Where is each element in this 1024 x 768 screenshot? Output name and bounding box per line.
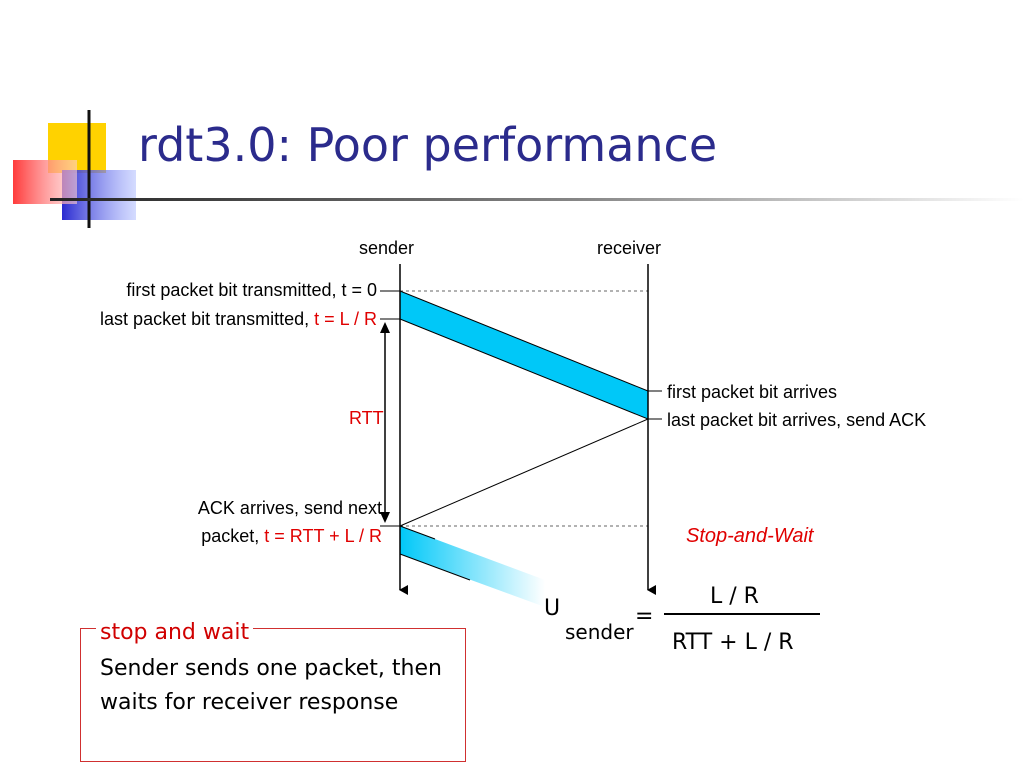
rtt-arrow-bottom-head xyxy=(380,512,390,523)
first-bit-transmitted-label: first packet bit transmitted, t = 0 xyxy=(126,280,377,300)
rtt-label: RTT xyxy=(349,408,384,428)
last-bit-transmitted-label: last packet bit transmitted, t = L / R xyxy=(100,309,377,330)
last-bit-arrives-label: last packet bit arrives, send ACK xyxy=(667,410,927,430)
last-bit-transmitted-time: t = L / R xyxy=(314,309,377,329)
logo-red-square xyxy=(13,160,77,204)
next-packet-edge-top xyxy=(399,525,436,540)
note-box xyxy=(80,628,466,762)
ack-line xyxy=(399,418,649,527)
packet-band xyxy=(399,290,649,420)
ack-arrives-label: ACK arrives, send next xyxy=(197,498,382,518)
formula-equals: = xyxy=(635,604,654,629)
ack-time-text: packet, xyxy=(201,526,265,546)
protocol-label: Stop-and-Wait xyxy=(686,525,814,547)
formula-symbol: U xyxy=(544,596,561,621)
sender-label: sender xyxy=(359,238,415,258)
last-bit-transmitted-text: last packet bit transmitted, xyxy=(100,309,315,329)
formula-numerator: L / R xyxy=(710,584,759,609)
rtt-arrow-top-head xyxy=(380,322,390,333)
next-packet-band xyxy=(400,526,545,607)
ack-time-label: packet, t = RTT + L / R xyxy=(201,526,382,547)
note-body: Sender sends one packet, then waits for … xyxy=(100,656,442,715)
next-packet-edge-bottom xyxy=(399,553,471,581)
ack-time-value: t = RTT + L / R xyxy=(264,526,382,546)
note-heading: stop and wait xyxy=(96,620,254,645)
formula-subscript: sender xyxy=(565,620,634,644)
title-underline xyxy=(50,198,1024,201)
page-title: rdt3.0: Poor performance xyxy=(138,118,718,172)
decorative-logo xyxy=(13,110,136,228)
receiver-label: receiver xyxy=(597,238,662,258)
formula-denominator: RTT + L / R xyxy=(672,630,794,655)
first-bit-arrives-label: first packet bit arrives xyxy=(667,382,838,402)
